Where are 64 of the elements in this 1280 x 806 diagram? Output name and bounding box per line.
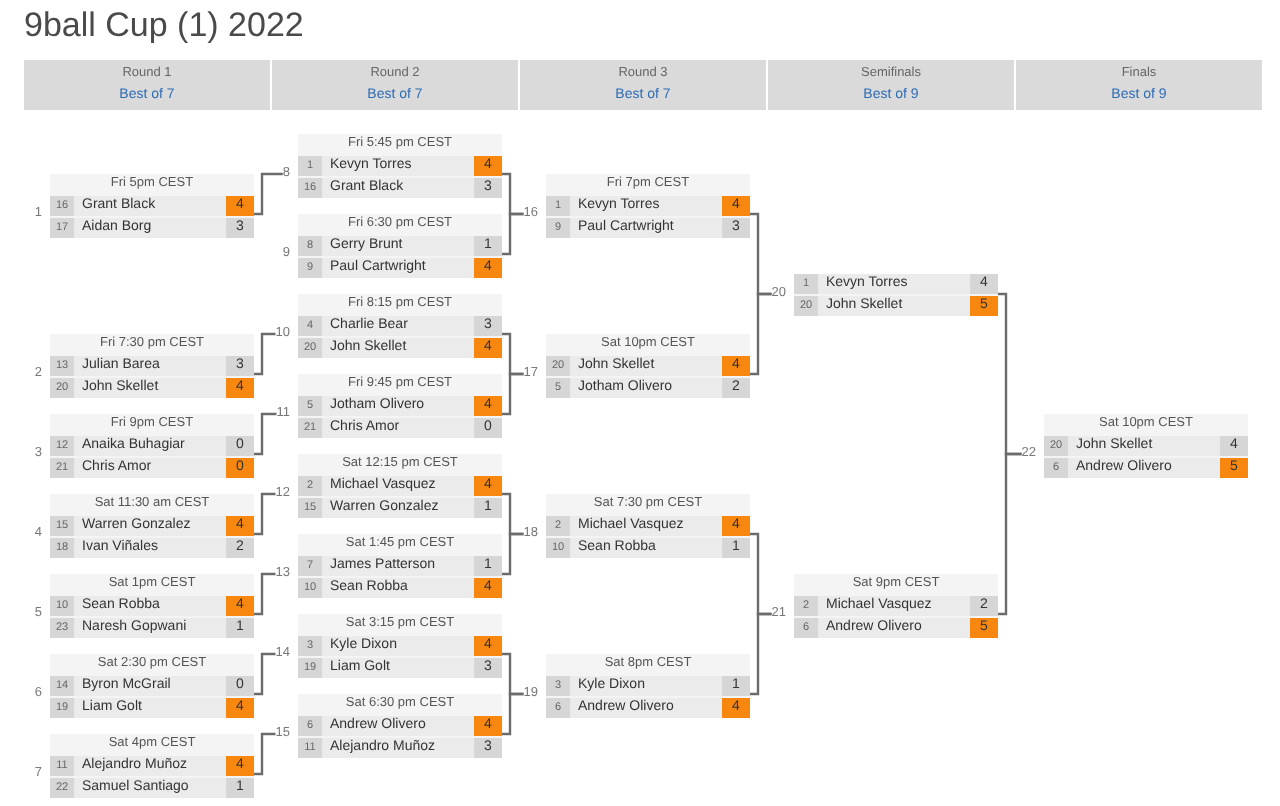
player-row <box>298 577 502 597</box>
player-row <box>298 177 502 197</box>
player-row <box>298 315 502 335</box>
player-row <box>298 475 502 495</box>
bracket-line <box>254 412 277 456</box>
player-row <box>50 697 254 717</box>
player-row <box>298 737 502 757</box>
player-row <box>298 395 502 415</box>
player-row <box>794 617 998 637</box>
player-row <box>50 355 254 375</box>
player-row <box>298 555 502 575</box>
round-header <box>520 60 766 110</box>
player-row <box>546 195 750 215</box>
player-row <box>546 377 750 397</box>
bracket-line <box>254 732 276 776</box>
player-row <box>1044 457 1248 477</box>
player-row <box>298 235 502 255</box>
player-row <box>50 457 254 477</box>
player-row <box>546 537 750 557</box>
player-row <box>298 417 502 437</box>
player-row <box>298 635 502 655</box>
player-row <box>50 777 254 797</box>
round-header <box>768 60 1014 110</box>
player-row <box>298 337 502 357</box>
player-row <box>50 195 254 215</box>
player-row <box>794 595 998 615</box>
bracket-line <box>254 572 276 616</box>
player-row <box>794 295 998 315</box>
page-title: 9ball Cup (1) 2022 <box>24 6 304 46</box>
player-row <box>298 657 502 677</box>
round-header <box>272 60 518 110</box>
player-row <box>50 675 254 695</box>
bracket-line <box>998 452 1022 616</box>
player-row <box>50 755 254 775</box>
player-row <box>546 217 750 237</box>
bracket-line <box>750 612 772 696</box>
player-row <box>298 155 502 175</box>
player-row <box>794 273 998 293</box>
player-row <box>546 515 750 535</box>
bracket-line <box>254 652 276 696</box>
player-row <box>1044 435 1248 455</box>
bracket-line <box>502 372 524 416</box>
player-row <box>298 497 502 517</box>
player-row <box>50 377 254 397</box>
player-row <box>50 537 254 557</box>
bracket-line <box>254 492 276 536</box>
round-header <box>24 60 270 110</box>
player-row <box>50 595 254 615</box>
player-row <box>50 515 254 535</box>
bracket-line <box>750 292 772 376</box>
player-row <box>50 217 254 237</box>
player-row <box>50 435 254 455</box>
round-header <box>1016 60 1262 110</box>
player-row <box>298 257 502 277</box>
player-row <box>546 355 750 375</box>
player-row <box>546 675 750 695</box>
player-row <box>50 617 254 637</box>
player-row <box>298 715 502 735</box>
bracket-line <box>502 212 524 256</box>
player-row <box>546 697 750 717</box>
bracket-line <box>502 532 524 576</box>
bracket-line <box>254 332 276 376</box>
bracket-line <box>502 692 524 736</box>
bracket-line <box>254 172 283 216</box>
